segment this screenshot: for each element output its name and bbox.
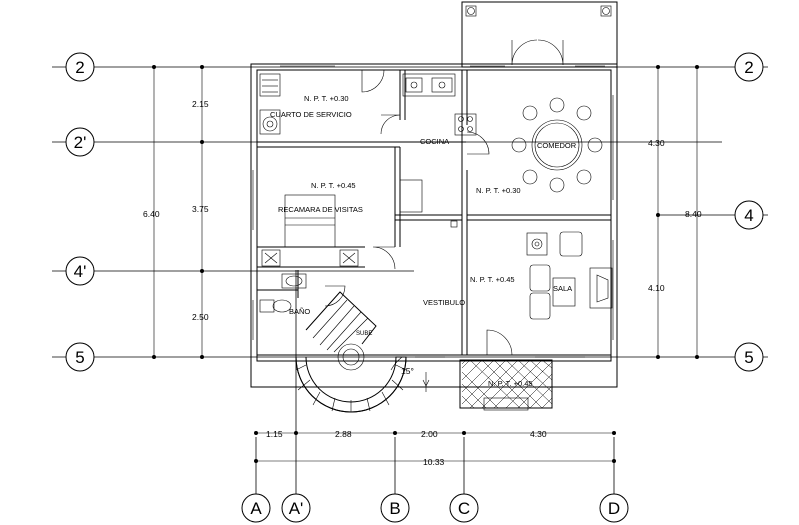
level-label-sala: N. P. T. +0.45	[470, 275, 515, 284]
dim-right-overall: 8.40	[685, 209, 702, 219]
grid-label-C: C	[458, 499, 470, 518]
row-axis-lines	[52, 66, 768, 358]
grid-label-D: D	[608, 499, 620, 518]
dim-h-2: 2.88	[335, 429, 352, 439]
living-room-furniture	[526, 231, 613, 320]
dim-h-1: 1.15	[266, 429, 283, 439]
right-dimensions	[656, 65, 699, 359]
room-label-vestibulo: VESTIBULO	[423, 298, 465, 307]
spiral-staircase	[295, 291, 430, 413]
dim-left-top: 2.15	[192, 99, 209, 109]
dim-right-bottom: 4.10	[648, 283, 665, 293]
grid-label-4-right: 4	[744, 206, 753, 225]
grid-label-5-left: 5	[75, 348, 84, 367]
room-label-bano: BAÑO	[289, 307, 310, 316]
room-label-recamara: RECAMARA DE VISITAS	[278, 205, 363, 214]
dim-left-bottom: 2.50	[192, 312, 209, 322]
grid-bubbles-left: 2 2' 4' 5	[65, 52, 95, 372]
stair-angle-label: 15°	[401, 366, 414, 376]
kitchen-fixtures	[259, 73, 477, 213]
interior-walls	[257, 70, 611, 356]
dim-right-top: 4.30	[648, 138, 665, 148]
grid-bubbles-bottom: A A' B C D	[241, 493, 629, 523]
dim-left-overall: 6.40	[143, 209, 160, 219]
bedroom-furniture	[261, 194, 359, 267]
grid-label-A: A	[250, 499, 262, 518]
dim-h-3: 2.00	[421, 429, 438, 439]
exterior-walls	[250, 1, 618, 388]
grid-label-2-left: 2	[75, 58, 84, 77]
grid-label-2-right: 2	[744, 58, 753, 77]
dim-h-4: 4.30	[530, 429, 547, 439]
bottom-dimensions	[254, 431, 616, 463]
grid-label-2prime-left: 2'	[74, 133, 87, 152]
grid-label-5-right: 5	[744, 348, 753, 367]
level-label-recamara: N. P. T. +0.45	[311, 181, 356, 190]
room-label-comedor: COMEDOR	[537, 141, 577, 150]
doors	[324, 39, 564, 356]
dim-left-mid: 3.75	[192, 204, 209, 214]
column-axis-lines	[255, 270, 615, 495]
entrance-porch	[459, 359, 553, 411]
room-label-sube: SUBE	[356, 331, 372, 337]
windows	[252, 65, 614, 358]
level-label-comedor: N. P. T. +0.30	[476, 186, 521, 195]
grid-bubbles-right: 2 4 5	[734, 52, 764, 372]
room-label-sala: SALA	[553, 284, 572, 293]
dim-h-total: 10.33	[423, 457, 445, 467]
grid-label-B: B	[389, 499, 400, 518]
dining-table-set	[511, 97, 603, 193]
room-label-servicio: CUARTO DE SERVICIO	[270, 110, 352, 119]
grid-label-Aprime: A'	[289, 499, 304, 518]
grid-label-4prime-left: 4'	[74, 262, 87, 281]
bathroom-fixtures	[259, 273, 307, 313]
room-label-cocina: COCINA	[420, 137, 449, 146]
level-label-servicio: N. P. T. +0.30	[304, 94, 349, 103]
level-label-entrada: N. P. T. +0.45	[488, 379, 533, 388]
left-dimensions	[152, 65, 204, 359]
